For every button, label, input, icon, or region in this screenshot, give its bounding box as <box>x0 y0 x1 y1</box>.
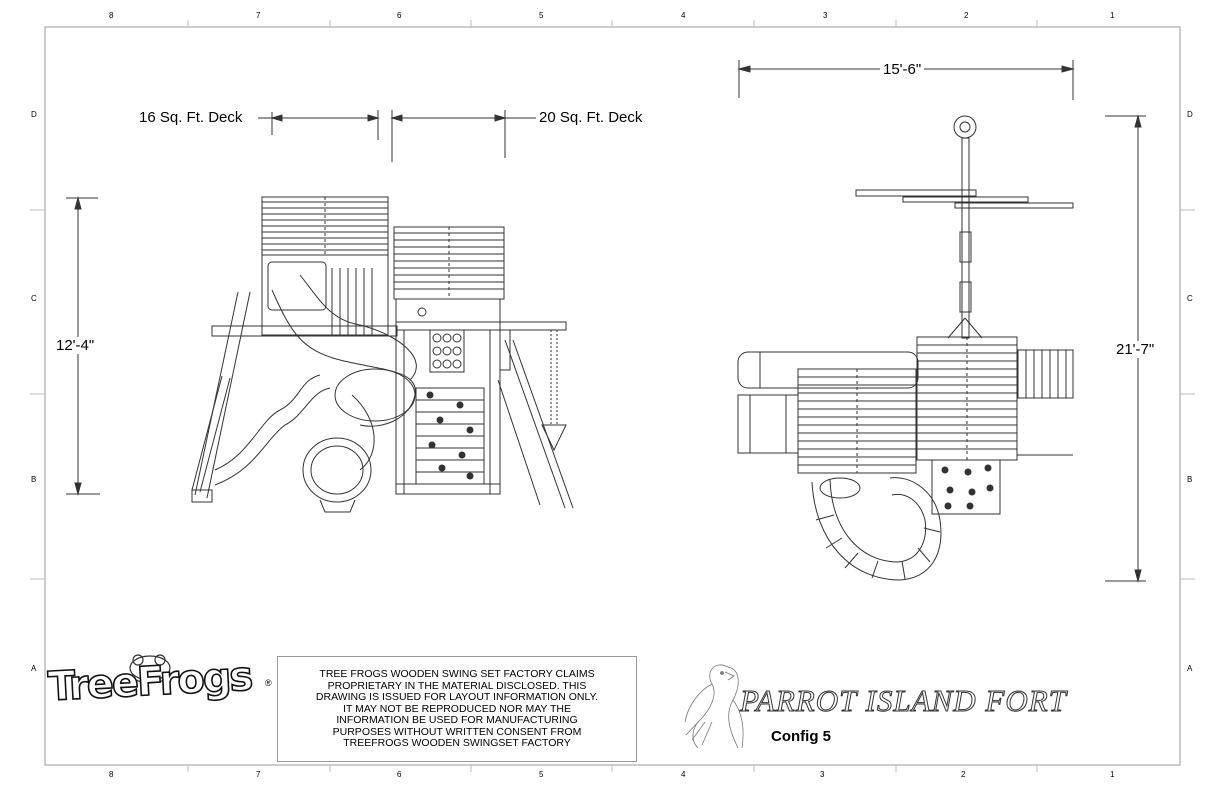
left-tower-frame <box>211 254 398 337</box>
sheet-border <box>44 26 1181 766</box>
front-elevation-view <box>66 110 574 513</box>
ship-mast <box>855 115 1074 339</box>
disclaimer-line: PURPOSES WITHOUT WRITTEN CONSENT FROM <box>332 725 582 738</box>
disclaimer-line: INFORMATION BE USED FOR MANUFACTURING <box>336 714 578 726</box>
rock-climbing-wall <box>415 387 485 485</box>
right-tower-frame <box>395 298 567 495</box>
zone-label-top-3: 3 <box>823 11 828 20</box>
zone-label-bottom-7: 7 <box>256 770 261 779</box>
config-label: Config 5 <box>771 728 831 745</box>
deck-20-dimension-line <box>390 110 540 162</box>
zone-label-bottom-6: 6 <box>397 770 402 779</box>
zone-label-left-a: A <box>31 664 37 673</box>
zone-label-top-6: 6 <box>397 11 402 20</box>
zone-label-top-8: 8 <box>109 11 114 20</box>
height-dimension-label: 12'-4" <box>53 337 98 354</box>
zone-label-right-c: C <box>1187 294 1193 303</box>
left-tower-roof <box>261 196 389 256</box>
zone-label-top-5: 5 <box>539 11 544 20</box>
disclaimer-line: IT MAY NOT BE REPRODUCED NOR MAY THE <box>343 702 571 715</box>
plan-wave-slide <box>737 351 919 454</box>
zone-label-top-1: 1 <box>1110 11 1115 20</box>
plan-roof-right <box>916 336 1018 461</box>
frog-logo-mark <box>127 654 173 684</box>
zone-label-top-7: 7 <box>256 11 261 20</box>
zone-label-right-b: B <box>1187 475 1193 484</box>
access-ladder <box>191 291 251 503</box>
disclaimer-line: TREE FROGS WOODEN SWING SET FACTORY CLAI… <box>319 668 595 680</box>
depth-dimension-label: 21'-7" <box>1113 341 1158 358</box>
zone-label-bottom-1: 1 <box>1110 770 1115 779</box>
deck-16-label: 16 Sq. Ft. Deck <box>136 109 246 126</box>
zone-label-right-d: D <box>1187 110 1193 119</box>
plan-rock-wall <box>931 459 1001 515</box>
zone-ticks <box>30 20 1195 772</box>
zone-label-top-2: 2 <box>964 11 969 20</box>
zone-label-bottom-5: 5 <box>539 770 544 779</box>
plan-tube-slide <box>811 477 942 581</box>
disclaimer-line: DRAWING IS ISSUED FOR LAYOUT INFORMATION… <box>315 691 599 703</box>
registered-mark: ® <box>265 678 272 688</box>
deck-20-label: 20 Sq. Ft. Deck <box>536 109 646 126</box>
zone-label-bottom-4: 4 <box>681 770 686 779</box>
plan-ladder <box>1017 349 1074 456</box>
disclaimer-box: TREE FROGS WOODEN SWING SET FACTORY CLAI… <box>277 656 637 762</box>
swing-beam-with-trapeze <box>497 329 574 509</box>
parrot-illustration <box>684 664 744 749</box>
top-plan-view <box>737 60 1146 583</box>
zone-label-top-4: 4 <box>681 11 686 20</box>
zone-label-bottom-8: 8 <box>109 770 114 779</box>
plan-roof-left <box>797 368 917 474</box>
zone-label-left-d: D <box>31 110 37 119</box>
width-dimension-label: 15'-6" <box>880 61 925 78</box>
zone-label-bottom-3: 3 <box>820 770 825 779</box>
tic-tac-toe-panel <box>417 307 465 373</box>
disclaimer-line: PROPRIETARY IN THE MATERIAL DISCLOSED. T… <box>327 679 587 692</box>
zone-label-bottom-2: 2 <box>961 770 966 779</box>
zone-label-left-c: C <box>31 294 37 303</box>
tube-slide <box>267 261 417 513</box>
wave-slide <box>214 374 331 486</box>
product-title: PARROT ISLAND FORT <box>740 683 1067 719</box>
zone-label-right-a: A <box>1187 664 1193 673</box>
zone-label-left-b: B <box>31 475 37 484</box>
right-tower-roof <box>393 226 505 300</box>
deck-16-dimension-line <box>258 110 380 140</box>
disclaimer-line: TREEFROGS WOODEN SWINGSET FACTORY <box>343 737 571 749</box>
